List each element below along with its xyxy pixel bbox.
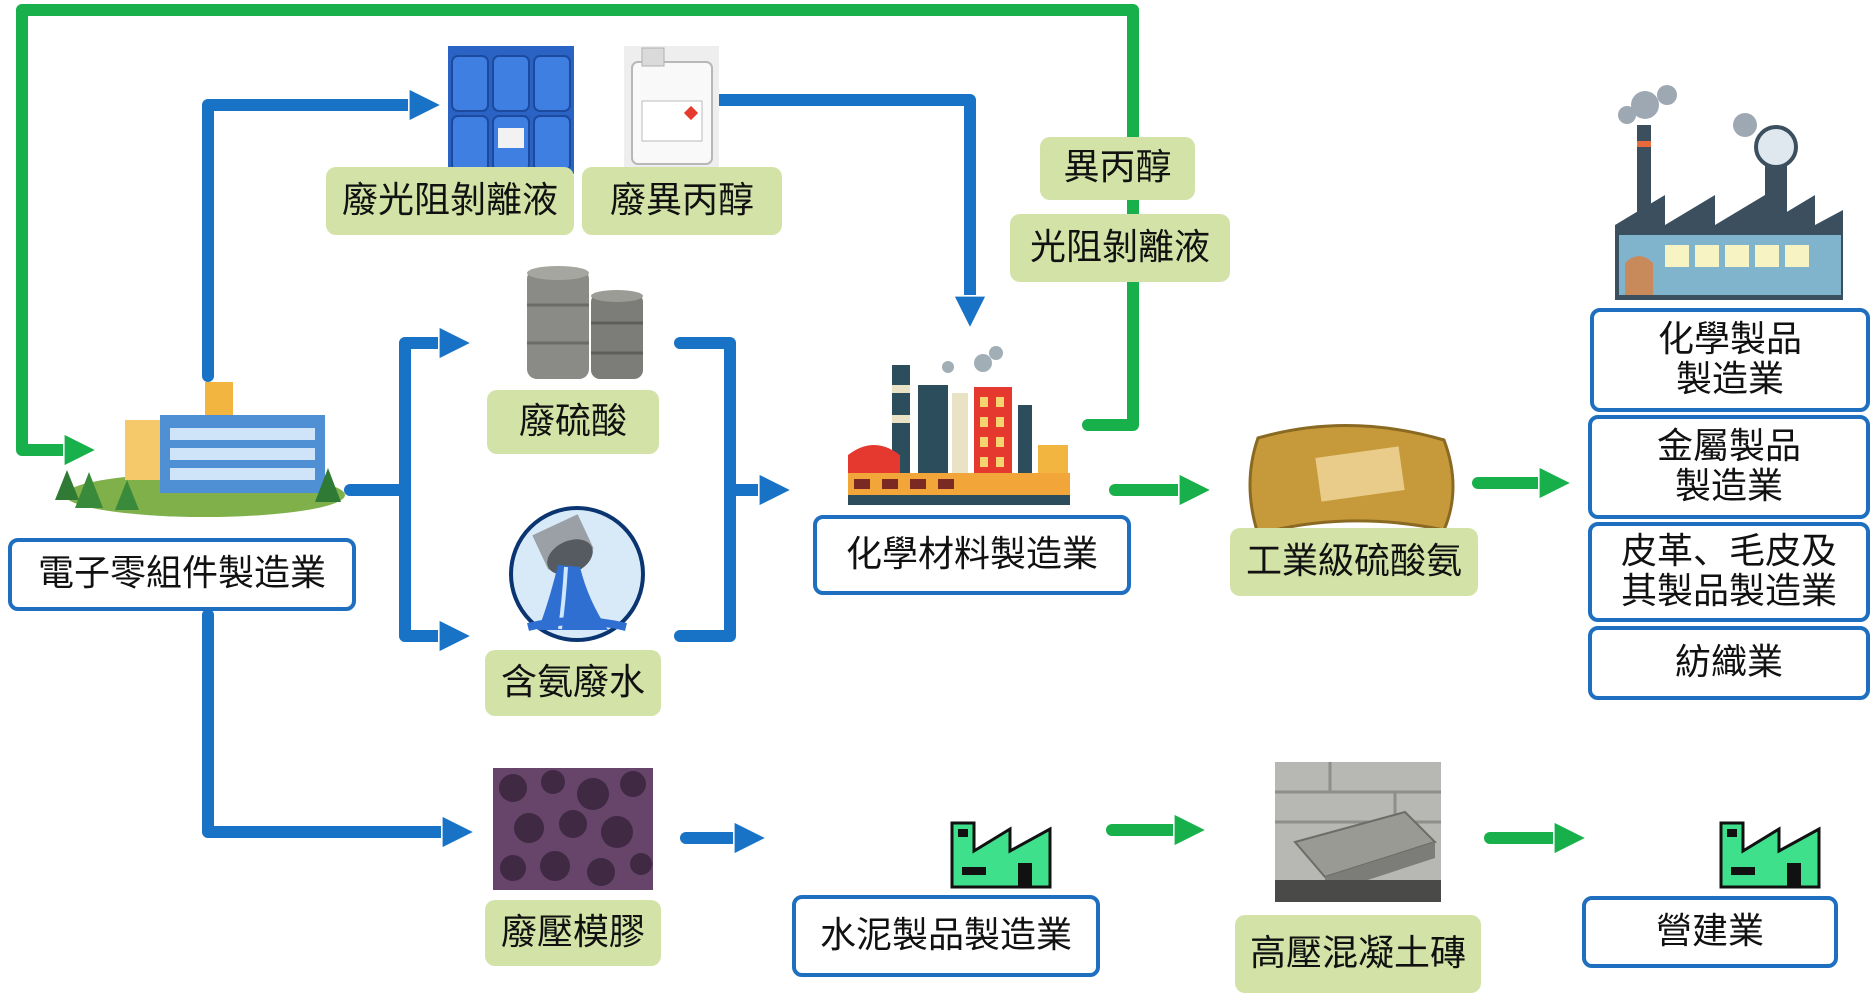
- ammonium-sulfate-label: 工業級硫酸氨: [1230, 528, 1478, 596]
- electronics-label: 電子零組件製造業: [37, 553, 326, 595]
- bracket-sulfuric: [674, 337, 736, 642]
- concrete-brick-label: 高壓混凝土磚: [1235, 915, 1481, 993]
- ammonia-wastewater-label: 含氨廢水: [485, 650, 661, 716]
- blue-drums-icon: [448, 46, 574, 174]
- arrow-recycle-loop: [16, 4, 1139, 450]
- resin-pellets-icon: [493, 768, 653, 890]
- chemical-plant-icon: [848, 346, 1070, 505]
- arrow-to-ammonia: [399, 484, 445, 636]
- construction-box: 營建業: [1582, 896, 1838, 968]
- cement-products-box: 水泥製品製造業: [792, 895, 1100, 977]
- concrete-brick-icon: [1275, 762, 1441, 902]
- electronics-factory-icon: [55, 382, 345, 517]
- recovered-isopropanol-label: 異丙醇: [1040, 137, 1195, 200]
- recovered-photoresist-label: 光阻剝離液: [1010, 214, 1230, 282]
- arrow-to-photoresist: [202, 105, 415, 382]
- arrow-isopropanol-to-chem: [712, 94, 970, 302]
- waste-sulfuric-acid-label: 廢硫酸: [487, 390, 659, 454]
- industrial-factory-icon: [1615, 85, 1843, 300]
- arrow-to-molding: [202, 609, 448, 832]
- grey-drums-icon: [527, 266, 643, 379]
- end-user-textiles: 紡織業: [1588, 626, 1870, 700]
- electronics-manufacturing-box: 電子零組件製造業: [8, 538, 356, 611]
- waste-photoresist-label: 廢光阻剝離液: [326, 167, 574, 235]
- waste-isopropanol-label: 廢異丙醇: [582, 167, 782, 235]
- end-user-chemical-products: 化學製品 製造業: [1590, 308, 1870, 412]
- small-factory-icon: [1719, 821, 1821, 889]
- waste-molding-compound-label: 廢壓模膠: [485, 900, 661, 966]
- chemical-materials-box: 化學材料製造業: [813, 515, 1131, 595]
- small-factory-icon: [950, 821, 1052, 889]
- fertilizer-bag-icon: [1248, 424, 1455, 536]
- end-user-metal-products: 金屬製品 製造業: [1588, 415, 1870, 519]
- jerrycan-icon: [624, 46, 719, 168]
- drain-pipe-icon: [509, 506, 645, 642]
- end-user-leather-fur: 皮革、毛皮及 其製品製造業: [1588, 522, 1870, 622]
